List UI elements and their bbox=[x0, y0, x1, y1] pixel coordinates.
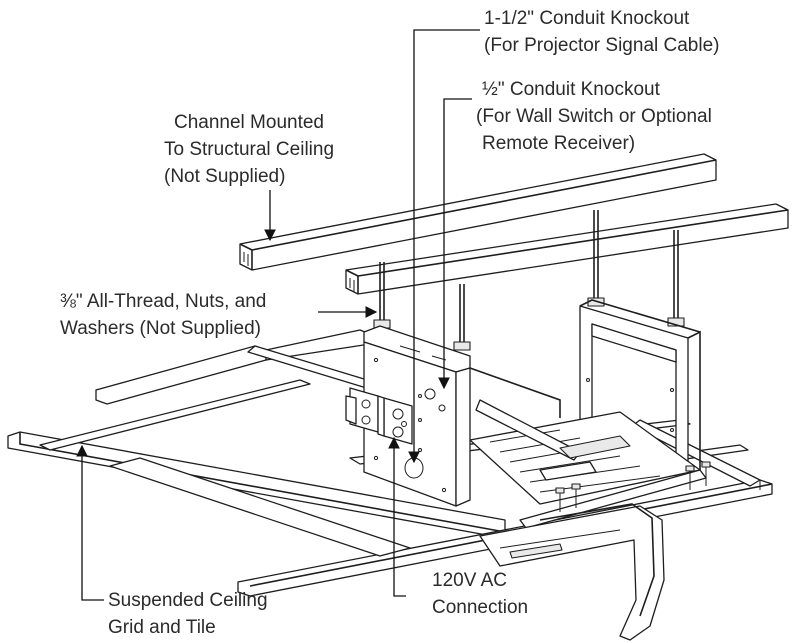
swing-arm bbox=[479, 503, 665, 641]
leader-conduit-large bbox=[408, 29, 480, 464]
channel-line-3: (Not Supplied) bbox=[164, 166, 285, 187]
ceiling-channel-back bbox=[239, 153, 717, 271]
channel-line-1: Channel Mounted bbox=[174, 112, 324, 133]
leader-conduit-small bbox=[438, 98, 472, 390]
allthread-line-1: ⅜" All-Thread, Nuts, and bbox=[60, 291, 266, 312]
callout-conduit-large: 1-1/2" Conduit Knockout (For Projector S… bbox=[484, 8, 719, 56]
callout-allthread: ⅜" All-Thread, Nuts, and Washers (Not Su… bbox=[60, 291, 266, 339]
callout-grid: Suspended Ceiling Grid and Tile bbox=[108, 590, 268, 638]
ac-line-2: Connection bbox=[432, 597, 528, 618]
callout-ac: 120V AC Connection bbox=[432, 570, 528, 618]
ceiling-channel-front bbox=[345, 203, 789, 295]
callout-channel: Channel Mounted To Structural Ceiling (N… bbox=[164, 112, 334, 187]
conduit-small-line-2: (For Wall Switch or Optional bbox=[476, 106, 712, 127]
leader-grid bbox=[76, 444, 104, 601]
projector-platform bbox=[469, 399, 707, 529]
conduit-large-line-1: 1-1/2" Conduit Knockout bbox=[484, 8, 690, 29]
grid-line-2: Grid and Tile bbox=[108, 617, 216, 638]
conduit-small-line-1: ½" Conduit Knockout bbox=[482, 79, 661, 100]
grid-fasteners bbox=[555, 461, 711, 512]
half-inch-knockout bbox=[424, 388, 436, 400]
allthread-line-2: Washers (Not Supplied) bbox=[60, 318, 261, 339]
leader-lines bbox=[76, 29, 480, 601]
conduit-small-line-3: Remote Receiver) bbox=[482, 133, 635, 154]
electrical-boxes bbox=[345, 387, 413, 445]
grid-line-1: Suspended Ceiling bbox=[108, 590, 268, 611]
channel-line-2: To Structural Ceiling bbox=[164, 139, 334, 160]
ac-line-1: 120V AC bbox=[432, 570, 507, 591]
leader-ac bbox=[388, 436, 406, 597]
callout-conduit-small: ½" Conduit Knockout (For Wall Switch or … bbox=[476, 79, 712, 154]
conduit-large-line-2: (For Projector Signal Cable) bbox=[484, 35, 719, 56]
